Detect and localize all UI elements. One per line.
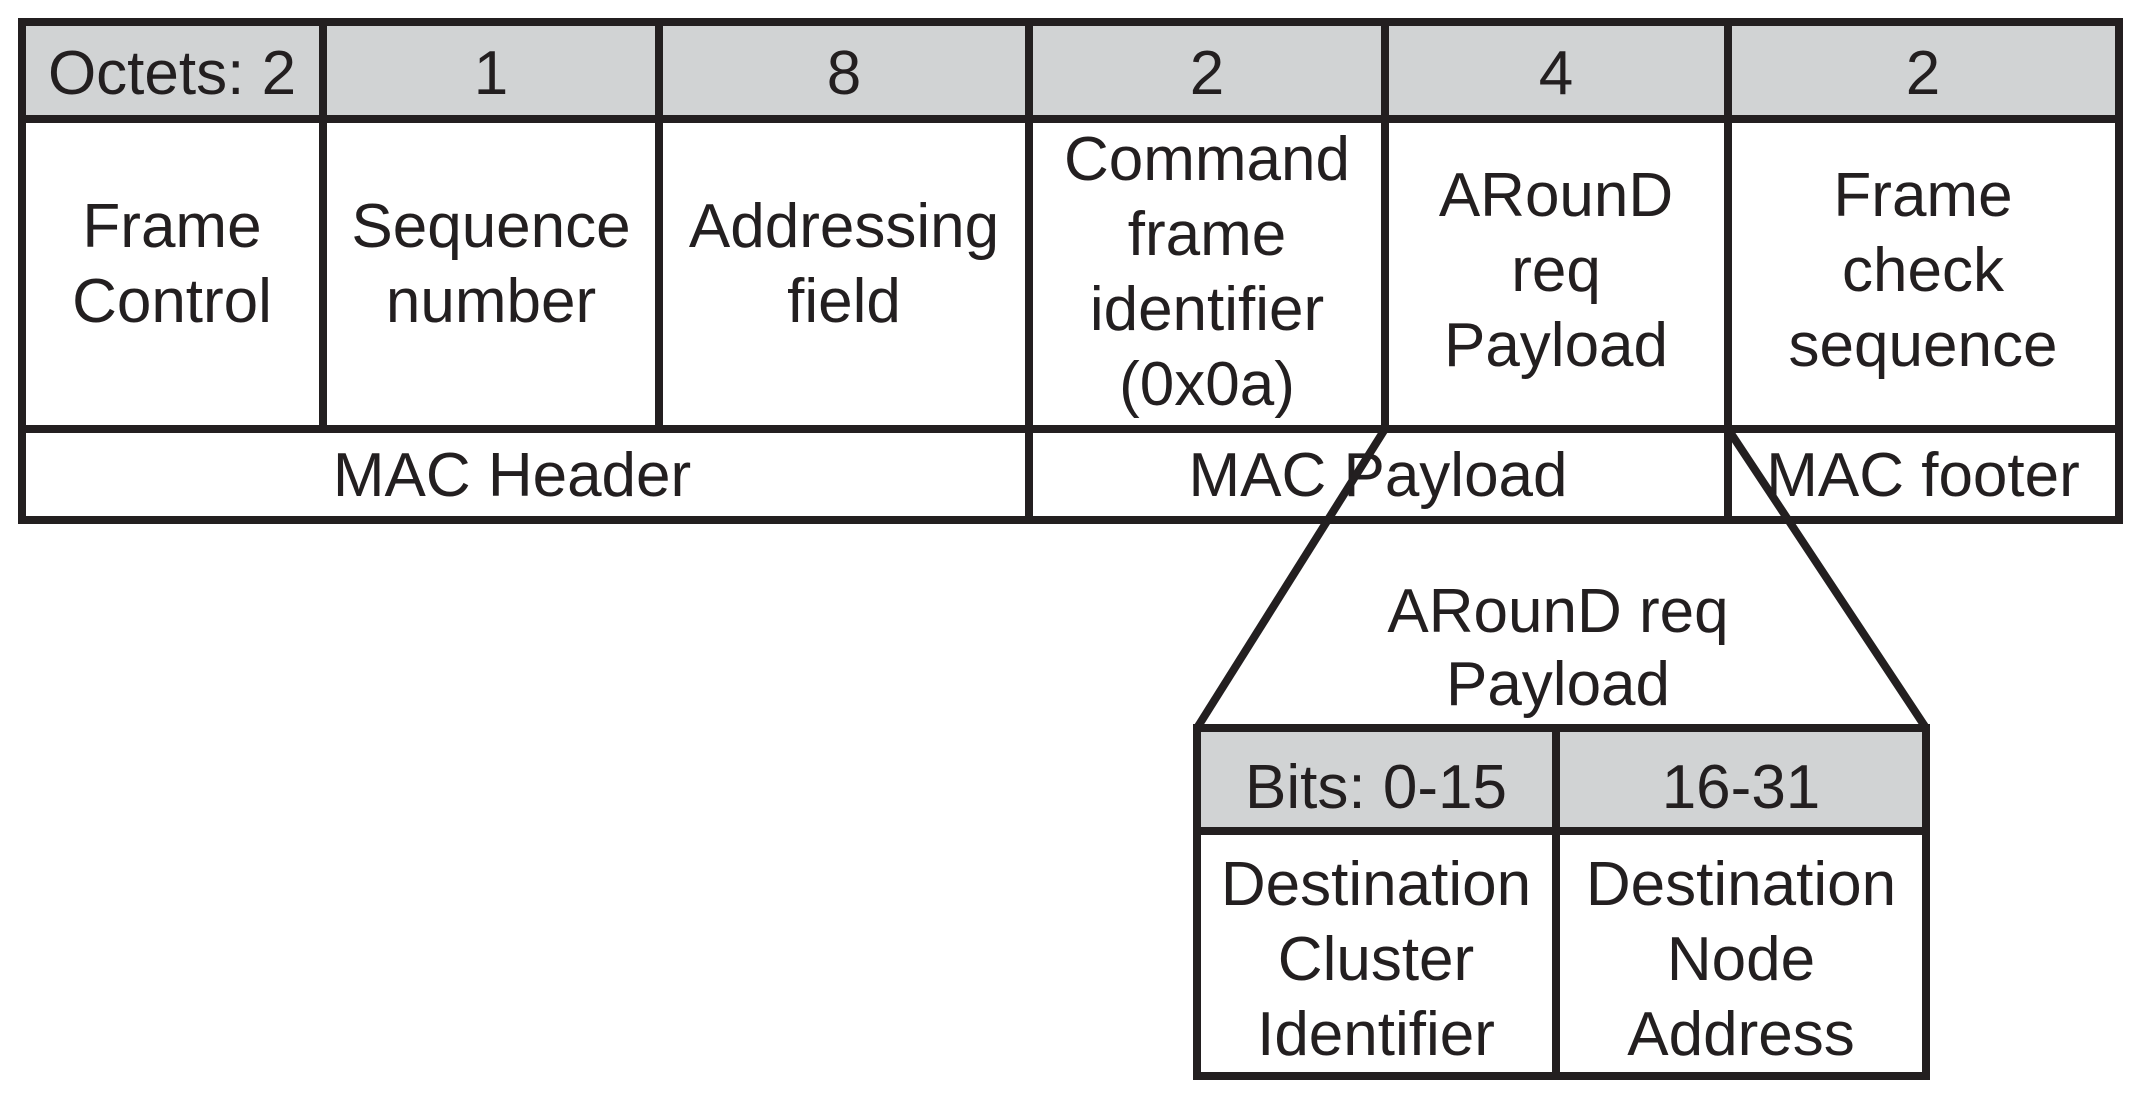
field-label-line: Control — [72, 267, 272, 336]
sections-row — [22, 429, 2119, 520]
payload-detail: ARounD req Payload Bits: 0-15 16-31 Dest… — [1193, 577, 1930, 1080]
field-label-line: Frame — [1833, 161, 2012, 230]
bits-header-row — [1197, 728, 1926, 831]
section-mac-payload: MAC Payload — [1188, 441, 1567, 510]
field-label-line: Frame — [82, 192, 261, 261]
field-frame-control: Frame Control — [72, 192, 272, 336]
field-label-line: Payload — [1444, 311, 1668, 380]
field-addressing: Addressing field — [689, 192, 999, 336]
field-label-line: (0x0a) — [1119, 350, 1295, 419]
field-label-line: req — [1511, 236, 1601, 305]
field-label-line: Cluster — [1278, 925, 1474, 994]
header-cell-2: 8 — [827, 39, 861, 108]
field-label-line: Command — [1064, 125, 1350, 194]
section-mac-footer: MAC footer — [1766, 441, 2080, 510]
header-cell-5: 2 — [1906, 39, 1940, 108]
field-destination-node-address: Destination Node Address — [1586, 850, 1896, 1069]
payload-title-line: Payload — [1446, 650, 1670, 719]
field-label-line: sequence — [1789, 311, 2058, 380]
mac-frame: Octets: 2 1 8 2 4 2 Frame Control Sequen… — [18, 18, 2123, 524]
section-mac-header: MAC Header — [333, 441, 691, 510]
field-frame-check-sequence: Frame check sequence — [1789, 161, 2058, 380]
expansion-lines — [1193, 426, 1930, 731]
field-label-line: frame — [1128, 200, 1286, 269]
field-label-line: Destination — [1221, 850, 1531, 919]
fields-row — [22, 119, 2119, 429]
octets-header: Octets: 2 1 8 2 4 2 — [48, 39, 1940, 108]
field-sequence-number: Sequence number — [351, 192, 630, 336]
expansion-line-left — [1193, 426, 1389, 731]
payload-title-line: ARounD req — [1387, 577, 1728, 646]
frame-border — [18, 18, 2123, 524]
header-cell-4: 4 — [1539, 39, 1573, 108]
header-cell-3: 2 — [1190, 39, 1224, 108]
field-around-req-payload: ARounD req Payload — [1439, 161, 1673, 380]
field-label-line: field — [787, 267, 901, 336]
field-label-line: number — [386, 267, 596, 336]
bits-header-cell-1: 16-31 — [1662, 753, 1821, 822]
field-label-line: ARounD — [1439, 161, 1673, 230]
header-cell-1: 1 — [474, 39, 508, 108]
payload-fields-row — [1197, 831, 1926, 1076]
octets-header-row — [22, 22, 2119, 119]
field-label-line: Address — [1627, 1000, 1854, 1069]
field-label-line: Sequence — [351, 192, 630, 261]
sections: MAC Header MAC Payload MAC footer — [333, 441, 2080, 510]
field-label-line: Addressing — [689, 192, 999, 261]
field-label-line: Node — [1667, 925, 1815, 994]
field-label-line: Identifier — [1257, 1000, 1495, 1069]
payload-border — [1193, 724, 1930, 1080]
field-destination-cluster-identifier: Destination Cluster Identifier — [1221, 850, 1531, 1069]
expansion-line-right — [1724, 426, 1930, 731]
field-label-line: check — [1842, 236, 2005, 305]
bits-header-cell-0: Bits: 0-15 — [1245, 753, 1507, 822]
field-label-line: Destination — [1586, 850, 1896, 919]
field-command-frame-identifier: Command frame identifier (0x0a) — [1064, 125, 1350, 419]
header-cell-0: Octets: 2 — [48, 39, 296, 108]
field-label-line: identifier — [1090, 275, 1324, 344]
